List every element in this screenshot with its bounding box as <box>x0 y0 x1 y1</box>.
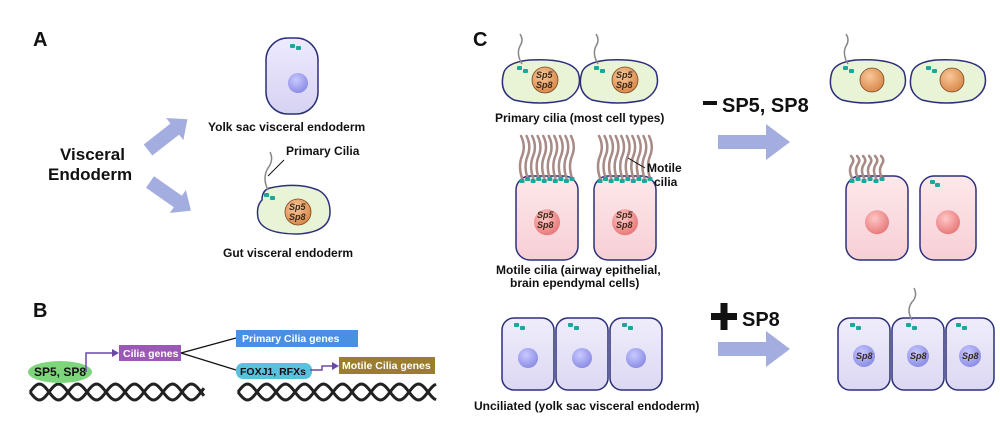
result-nucleus-sp8-2: Sp8 <box>910 351 927 361</box>
unciliated-caption: Unciliated (yolk sac visceral endoderm) <box>474 399 699 413</box>
c-primary-nucleus-2-sp5: Sp5 <box>616 70 634 80</box>
motile-caption-2: brain ependymal cells) <box>510 276 639 290</box>
plus-icon <box>711 303 737 330</box>
c-primary-nucleus-1-sp8: Sp8 <box>536 80 553 90</box>
foxj1-rfx-box <box>236 363 312 379</box>
gut-nucleus-sp5: Sp5 <box>289 202 307 212</box>
foxj1-rfx-label: FOXJ1, RFXs <box>240 366 306 378</box>
visceral-endoderm-label-1: Visceral <box>60 145 125 164</box>
visceral-endoderm-label-2: Endoderm <box>48 165 132 184</box>
primary-cilia-genes-box <box>236 330 358 347</box>
motile-cell-1 <box>515 134 579 261</box>
motile-cell-2 <box>593 134 657 261</box>
motile-cilia-genes-box <box>339 357 435 374</box>
result-unciliated-cells <box>837 287 995 391</box>
minus-label: SP5, SP8 <box>722 95 809 117</box>
panel-label-c: C <box>473 29 487 51</box>
c-motile-nucleus-1-sp8: Sp8 <box>537 220 554 230</box>
gut-nucleus-sp8: Sp8 <box>289 212 306 222</box>
c-motile-nucleus-2-sp5: Sp5 <box>616 210 634 220</box>
result-nucleus-sp8-3: Sp8 <box>962 351 979 361</box>
yolk-sac-label: Yolk sac visceral endoderm <box>208 120 365 134</box>
motile-label-1: Motile <box>647 161 682 175</box>
yolk-sac-cell <box>265 37 319 115</box>
plus-label: SP8 <box>742 309 780 331</box>
primary-cilia-cell-2 <box>579 33 659 104</box>
result-motile-cell-2 <box>919 175 977 261</box>
result-nucleus-sp8-1: Sp8 <box>856 351 873 361</box>
minus-icon <box>703 101 717 105</box>
c-primary-nucleus-1-sp5: Sp5 <box>536 70 554 80</box>
panel-label-b: B <box>33 300 47 322</box>
arrow-down-icon <box>145 176 191 213</box>
motile-label-2: cilia <box>654 175 678 189</box>
dna-helix-right <box>236 382 437 402</box>
gut-label: Gut visceral endoderm <box>223 246 353 260</box>
primary-cilia-cell-1 <box>501 33 581 104</box>
cilia-genes-box <box>119 345 181 361</box>
primary-cilia-label: Primary Cilia <box>286 144 360 158</box>
arrow-right-minus-icon <box>718 124 790 160</box>
cilia-genes-label: Cilia genes <box>123 348 179 360</box>
unciliated-cells-left <box>501 317 663 391</box>
motile-cilia-genes-label: Motile Cilia genes <box>342 360 431 372</box>
result-primary-cell-2 <box>909 59 987 104</box>
gut-cell <box>256 151 331 235</box>
dna-helix-left <box>28 382 206 402</box>
arrow-up-icon <box>143 118 188 156</box>
motile-caption-1: Motile cilia (airway epithelial, <box>496 263 661 277</box>
motile-cilia-cells-left <box>515 134 657 261</box>
primary-cilia-genes-label: Primary Cilia genes <box>242 333 340 345</box>
result-motile-cells <box>845 154 977 261</box>
result-primary-cell-1 <box>829 33 907 104</box>
arrow-right-plus-icon <box>718 331 790 367</box>
c-motile-nucleus-1-sp5: Sp5 <box>537 210 555 220</box>
sp5-sp8-oval <box>28 361 92 383</box>
c-motile-nucleus-2-sp8: Sp8 <box>616 220 633 230</box>
primary-cilia-caption: Primary cilia (most cell types) <box>495 111 664 125</box>
panel-label-a: A <box>33 29 47 51</box>
result-motile-cell-1 <box>845 154 909 261</box>
c-primary-nucleus-2-sp8: Sp8 <box>616 80 633 90</box>
sp5-sp8-label: SP5, SP8 <box>34 365 86 379</box>
